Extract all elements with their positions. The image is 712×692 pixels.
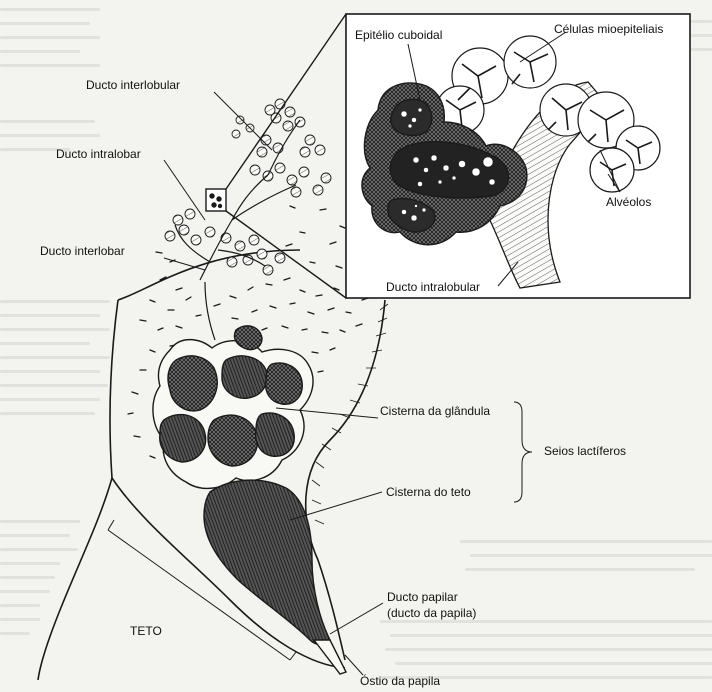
label-teto: TETO xyxy=(130,624,162,638)
label-ducto-intralobular: Ducto intralobular xyxy=(386,280,480,294)
label-cisterna-teto: Cisterna do teto xyxy=(386,485,471,499)
label-epitelio-cuboidal: Epitélio cuboidal xyxy=(355,28,442,42)
label-ducto-intralobar: Ducto intralobar xyxy=(56,147,141,161)
label-seios-lactiferos: Seios lactíferos xyxy=(544,444,626,458)
gland-cistern xyxy=(153,326,313,489)
inset-panel xyxy=(346,14,690,298)
label-ostio-papila: Óstio da papila xyxy=(360,674,440,688)
label-ducto-interlobular: Ducto interlobular xyxy=(86,78,180,92)
label-cisterna-glandula: Cisterna da glândula xyxy=(380,404,490,418)
label-ducto-interlobar: Ducto interlobar xyxy=(40,244,125,258)
label-ducto-da-papila: (ducto da papila) xyxy=(387,606,476,620)
label-ducto-papilar: Ducto papilar xyxy=(387,590,458,604)
label-alveolos: Alvéolos xyxy=(606,195,651,209)
label-celulas-mioepiteliais: Células mioepiteliais xyxy=(554,22,663,36)
duct-tree xyxy=(175,120,300,340)
